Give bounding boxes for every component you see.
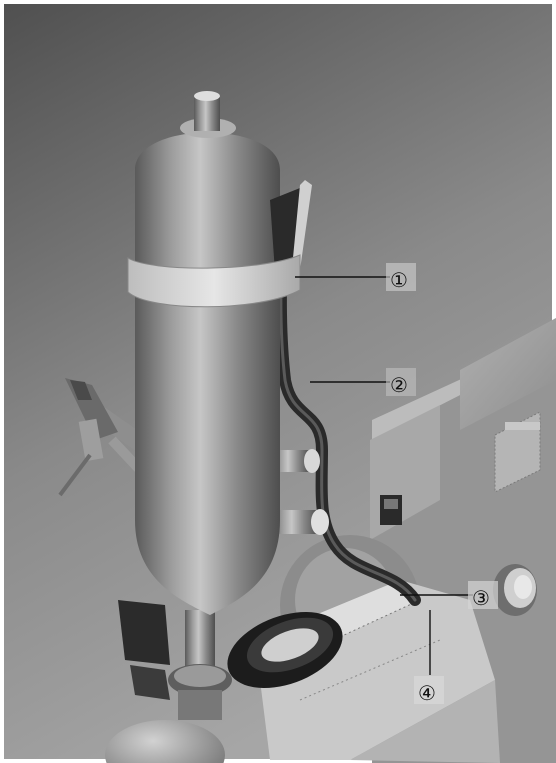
callout-1: ①	[390, 268, 408, 292]
callouts: ① ② ③ ④	[386, 263, 498, 705]
main-vessel	[135, 91, 280, 615]
clamp-band	[127, 254, 301, 308]
callout-3: ③	[472, 586, 490, 610]
callout-2: ②	[390, 373, 408, 397]
lower-fittings	[118, 600, 232, 720]
leader-lines	[295, 276, 473, 675]
knob	[493, 564, 537, 616]
callout-4: ④	[418, 681, 436, 705]
receiving-flask	[105, 720, 225, 763]
device-housing	[370, 318, 556, 763]
threaded-cap	[227, 612, 343, 688]
